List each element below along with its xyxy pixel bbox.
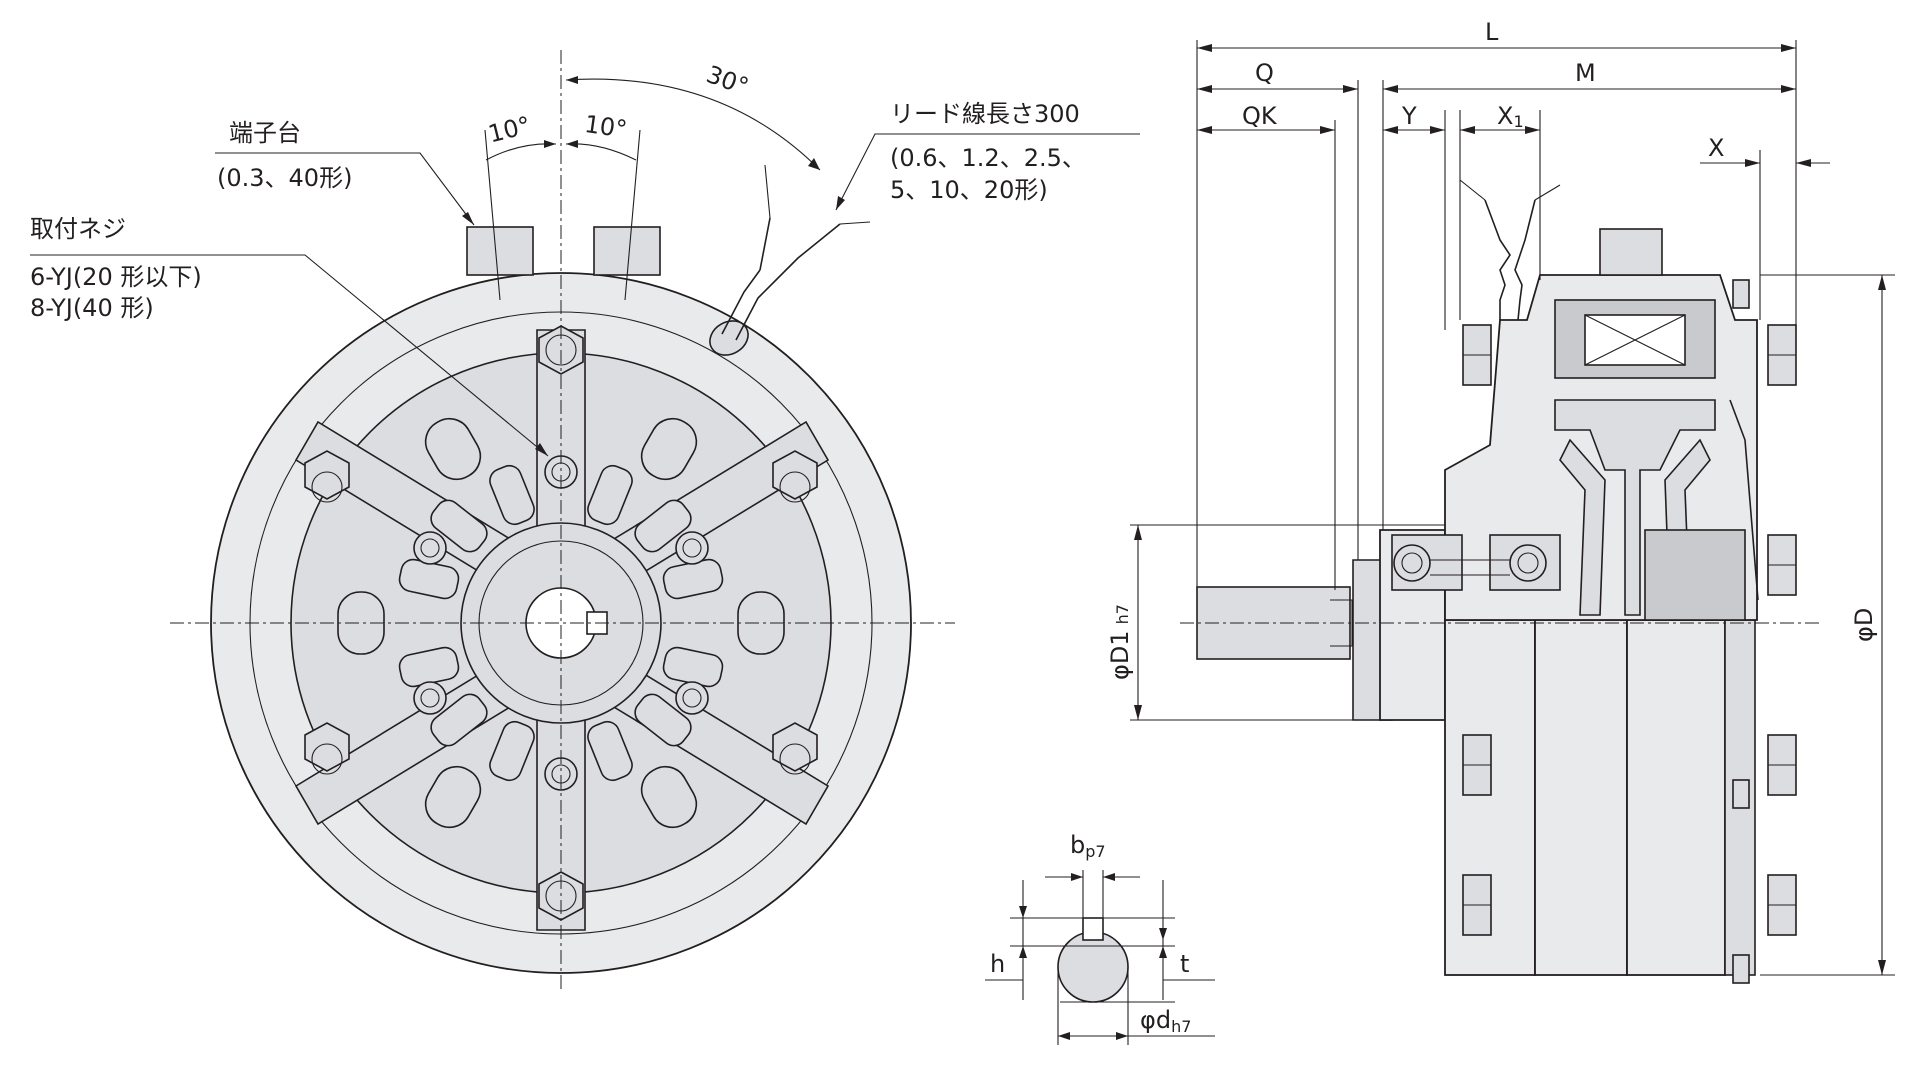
- spacer-block: [1644, 529, 1746, 621]
- label-angle-10-right: 10°: [583, 110, 629, 144]
- side-lead-wire: [1484, 199, 1536, 321]
- dim-h: h: [990, 950, 1005, 978]
- dim-L: L: [1485, 18, 1499, 46]
- terminal-block-right: [593, 226, 661, 276]
- dim-X: X: [1708, 134, 1724, 162]
- label-mount-screw-spec-1: 6-YJ(20 形以下): [30, 263, 202, 291]
- dim-M: M: [1575, 59, 1596, 87]
- dim-D1: φD1h7: [1106, 604, 1134, 680]
- dim-t: t: [1180, 950, 1189, 978]
- label-mount-screw-spec-2: 8-YJ(40 形): [30, 294, 154, 322]
- leader-terminal-block: [215, 152, 475, 226]
- dim-D: φD: [1850, 608, 1878, 642]
- label-angle-30: 30°: [703, 60, 753, 101]
- side-terminal: [1599, 228, 1663, 276]
- label-terminal-block-models: (0.3、40形): [217, 164, 352, 192]
- dim-Q: Q: [1255, 59, 1274, 87]
- side-view: [1180, 179, 1820, 984]
- rotor-disc: [1554, 399, 1716, 616]
- label-angle-10-left: 10°: [485, 111, 533, 148]
- slotted-holes: [337, 417, 785, 829]
- front-view: [30, 50, 1140, 990]
- shaft-key-detail: [985, 870, 1215, 1045]
- arc-30: [565, 78, 821, 171]
- lead-wire: [709, 164, 871, 356]
- label-lead-wire-models-1: (0.6、1.2、2.5、: [890, 144, 1086, 172]
- label-mount-screw: 取付ネジ: [30, 215, 126, 243]
- leader-mount-screw: [30, 254, 549, 457]
- dim-d: φdh7: [1140, 1006, 1191, 1036]
- dim-b: bp7: [1070, 831, 1106, 861]
- label-terminal-block: 端子台: [229, 119, 301, 147]
- terminal-block-left: [466, 226, 534, 276]
- label-lead-wire-models-2: 5、10、20形): [890, 176, 1048, 204]
- leader-lead-wire: [835, 133, 1140, 211]
- lower-body-mid: [1534, 619, 1628, 976]
- dim-X1: X1: [1497, 102, 1524, 131]
- dim-Y: Y: [1401, 102, 1417, 130]
- shaft-bore: [525, 587, 597, 659]
- armature-left: [1559, 438, 1606, 616]
- label-lead-wire: リード線長さ300: [890, 100, 1080, 128]
- dim-QK: QK: [1242, 102, 1278, 130]
- mounting-screws: [413, 455, 709, 791]
- side-bolts: [1462, 279, 1797, 984]
- side-dimensions: [1130, 40, 1895, 976]
- lower-body-right: [1626, 619, 1726, 976]
